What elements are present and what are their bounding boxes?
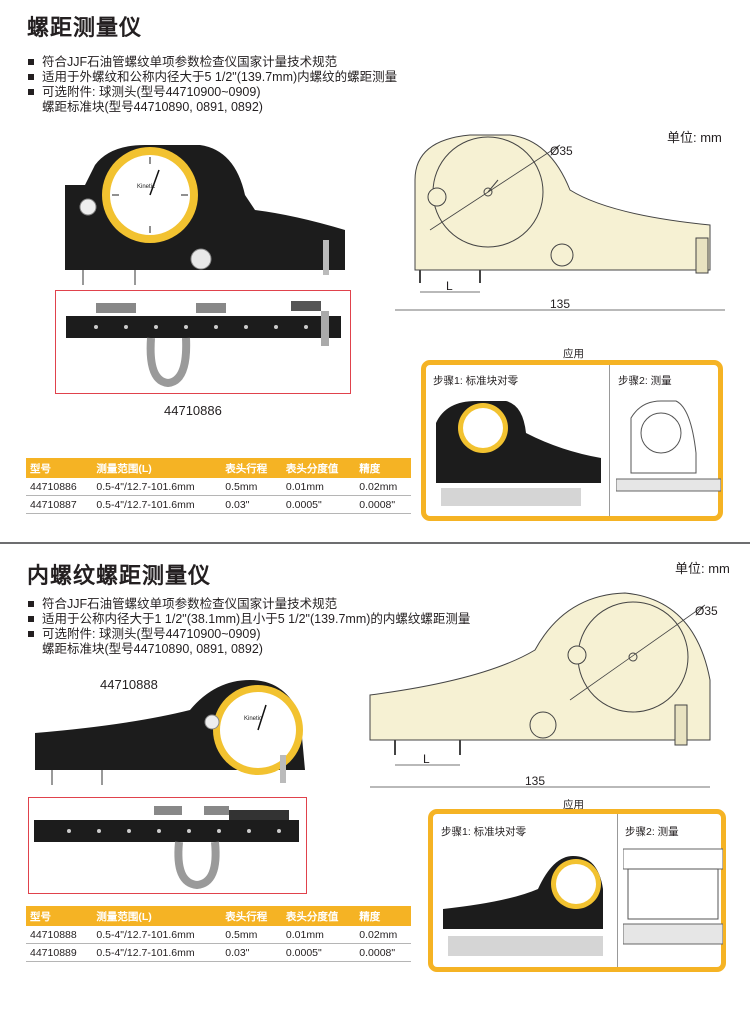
step1-photo [436,401,601,506]
bullet-square-icon [28,631,34,637]
table-cell: 0.5-4"/12.7-101.6mm [92,926,222,944]
step2-diagram [623,848,723,945]
application-panel: 步骤1: 标准块对零 步骤2: 测量 [428,809,726,972]
bullet-square-icon [28,59,34,65]
table-row: 44710887 0.5-4"/12.7-101.6mm 0.03" 0.000… [26,495,411,514]
bullet-item: 可选附件: 球测头(型号44710900~0909) [28,627,498,642]
table-cell: 0.0008" [355,943,411,962]
diameter-label: Ø35 [550,144,573,158]
table-row: 44710886 0.5-4"/12.7-101.6mm 0.5mm 0.01m… [26,478,411,496]
table-cell: 0.03" [221,495,282,514]
standard-block-photo [66,301,341,388]
technical-drawing: Ø35 L 135 [395,134,725,311]
table-header-row: 型号 测量范围(L) 表头行程 表头分度值 精度 [26,906,411,926]
table-header: 表头行程 [221,906,282,926]
bullet-item: 可选附件: 球测头(型号44710900~0909) [28,85,468,100]
table-cell: 0.5-4"/12.7-101.6mm [92,495,222,514]
standard-block-photo [34,806,299,890]
table-row: 44710889 0.5-4"/12.7-101.6mm 0.03" 0.000… [26,943,411,962]
table-header: 型号 [26,906,93,926]
section1-bullets: 符合JJF石油管螺纹单项参数检查仪国家计量技术规范 适用于外螺纹和公称内径大于5… [28,55,468,115]
step1-photo [443,856,603,956]
l-dimension-label: L [446,279,453,293]
pitch-gauge-photo: Kinetic [65,145,345,285]
bullet-square-icon [28,616,34,622]
section1-title: 螺距测量仪 [27,15,143,40]
table-header: 精度 [355,906,411,926]
spec-table: 型号 测量范围(L) 表头行程 表头分度值 精度 44710886 0.5-4"… [26,458,411,514]
section2-title: 内螺纹螺距测量仪 [27,563,212,588]
table-header-row: 型号 测量范围(L) 表头行程 表头分度值 精度 [26,458,411,478]
table-cell: 0.0005" [281,943,356,962]
table-cell: 44710887 [26,495,93,514]
step2-label: 步骤2: 测量 [618,375,672,387]
step1-label: 步骤1: 标准块对零 [441,826,527,838]
bullet-square-icon [28,601,34,607]
table-cell: 0.02mm [355,926,411,944]
table-cell: 0.03" [221,943,282,962]
accessory-photo-box [28,797,307,894]
unit-label: 单位: mm [675,561,730,576]
table-header: 表头分度值 [281,458,356,478]
bullet-item: 符合JJF石油管螺纹单项参数检查仪国家计量技术规范 [28,55,468,70]
svg-text:Kinetic: Kinetic [137,184,155,190]
model-number-label: 44710888 [100,677,158,692]
bullet-item: 适用于外螺纹和公称内径大于5 1/2"(139.7mm)内螺纹的螺距测量 [28,70,468,85]
diameter-label: Ø35 [695,604,718,618]
step2-label: 步骤2: 测量 [625,826,679,838]
unit-label: 单位: mm [667,130,722,145]
application-caption: 应用 [563,799,584,811]
table-cell: 44710886 [26,478,93,496]
table-cell: 0.5mm [221,478,282,496]
l-dimension-label: L [423,752,430,766]
accessory-photo-box [55,290,351,394]
bullet-item: 符合JJF石油管螺纹单项参数检查仪国家计量技术规范 [28,597,498,612]
table-cell: 0.01mm [281,926,356,944]
bullet-continuation: 螺距标准块(型号44710890, 0891, 0892) [42,100,263,114]
table-header: 型号 [26,458,93,478]
table-cell: 0.5mm [221,926,282,944]
table-cell: 44710889 [26,943,93,962]
table-header: 测量范围(L) [92,458,222,478]
internal-pitch-gauge-photo: Kinetic [35,680,305,785]
table-cell: 0.02mm [355,478,411,496]
step2-diagram [616,400,721,492]
panel-divider [609,365,610,516]
length-dimension-label: 135 [550,297,570,311]
application-panel: 步骤1: 标准块对零 步骤2: 测量 [421,360,723,521]
section2-bullets: 符合JJF石油管螺纹单项参数检查仪国家计量技术规范 适用于公称内径大于1 1/2… [28,597,498,657]
table-cell: 0.0005" [281,495,356,514]
panel-divider [617,814,618,967]
table-cell: 0.0008" [355,495,411,514]
table-header: 测量范围(L) [92,906,222,926]
table-cell: 0.01mm [281,478,356,496]
spec-table: 型号 测量范围(L) 表头行程 表头分度值 精度 44710888 0.5-4"… [26,906,411,962]
section-divider [0,542,750,544]
table-header: 表头行程 [221,458,282,478]
table-row: 44710888 0.5-4"/12.7-101.6mm 0.5mm 0.01m… [26,926,411,944]
bullet-item: 适用于公称内径大于1 1/2"(38.1mm)且小于5 1/2"(139.7mm… [28,612,498,627]
table-header: 精度 [355,458,411,478]
bullet-square-icon [28,74,34,80]
table-cell: 0.5-4"/12.7-101.6mm [92,478,222,496]
table-cell: 44710888 [26,926,93,944]
length-dimension-label: 135 [525,774,545,788]
model-number-label: 44710886 [164,403,222,418]
step1-label: 步骤1: 标准块对零 [433,375,519,387]
application-caption: 应用 [563,348,584,360]
table-header: 表头分度值 [281,906,356,926]
svg-text:Kinetic: Kinetic [244,716,262,722]
bullet-continuation: 螺距标准块(型号44710890, 0891, 0892) [42,642,263,656]
bullet-square-icon [28,89,34,95]
technical-drawing: Ø35 L 135 [369,592,718,788]
table-cell: 0.5-4"/12.7-101.6mm [92,943,222,962]
